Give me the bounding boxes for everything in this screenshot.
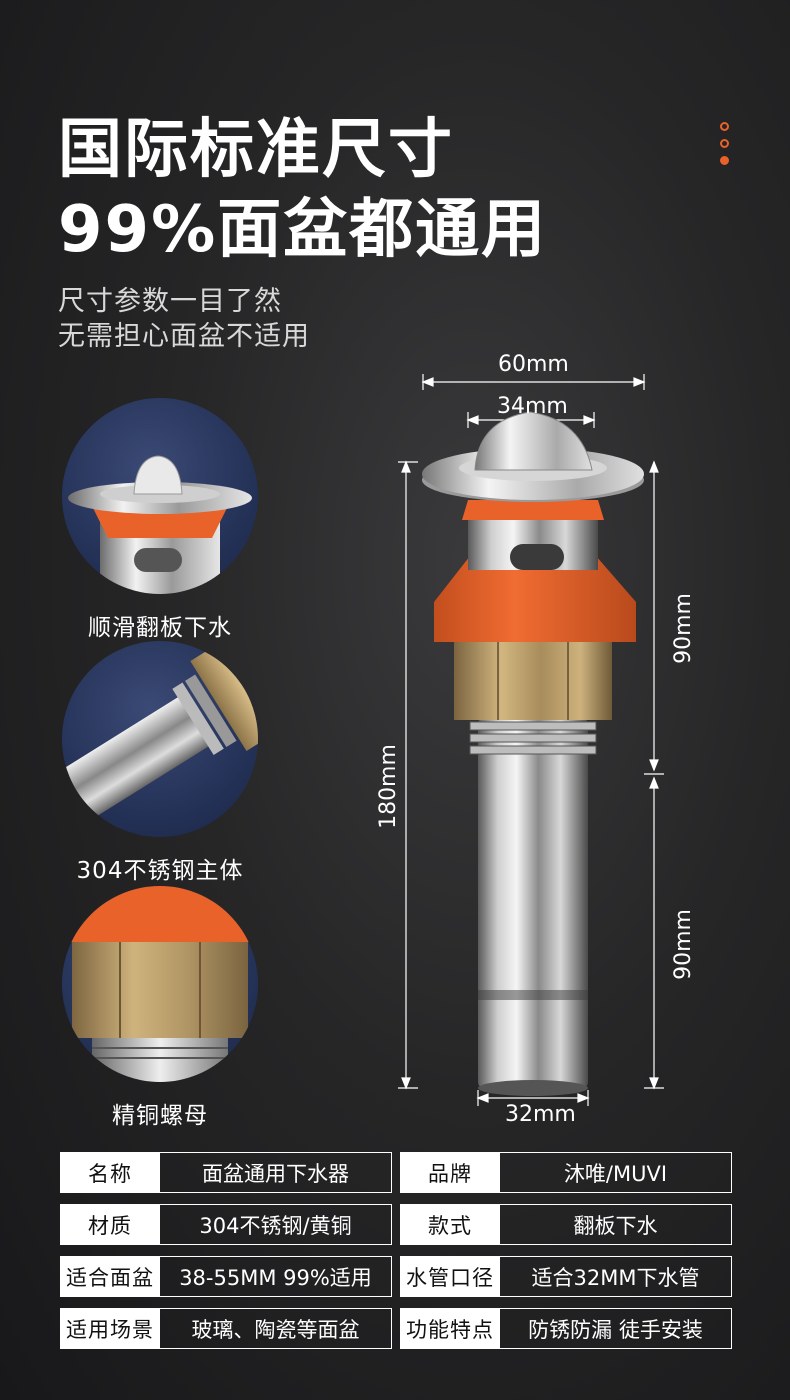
dim-top-width: 60mm: [498, 352, 569, 377]
spec-key: 品牌: [400, 1152, 500, 1193]
dim-pipe-diameter: 32mm: [505, 1102, 576, 1127]
spec-table: 名称 面盆通用下水器 品牌 沐唯/MUVI 材质 304不锈钢/黄铜 款式 翻板…: [60, 1152, 732, 1360]
headline-line2: 99%面盆都通用: [58, 193, 548, 267]
feature-caption: 304不锈钢主体: [76, 858, 244, 884]
spec-row: 名称 面盆通用下水器 品牌 沐唯/MUVI: [60, 1152, 732, 1193]
spec-value: 304不锈钢/黄铜: [160, 1204, 392, 1245]
headline: 国际标准尺寸 99%面盆都通用: [58, 110, 547, 270]
spec-key: 款式: [400, 1204, 500, 1245]
spec-pair: 款式 翻板下水: [400, 1204, 732, 1245]
spec-key: 适合面盆: [60, 1256, 160, 1297]
spec-pair: 适合面盆 38-55MM 99%适用: [60, 1256, 392, 1297]
spec-pair: 适用场景 玻璃、陶瓷等面盆: [60, 1308, 392, 1349]
spec-key: 材质: [60, 1204, 160, 1245]
spec-key: 功能特点: [400, 1308, 500, 1349]
dim-total-height: 180mm: [375, 744, 401, 829]
dot-icon: [720, 139, 729, 148]
spec-row: 适用场景 玻璃、陶瓷等面盆 功能特点 防锈防漏 徒手安装: [60, 1308, 732, 1349]
spec-value: 玻璃、陶瓷等面盆: [160, 1308, 392, 1349]
spec-value: 38-55MM 99%适用: [160, 1256, 392, 1297]
feature-brass-nut: 精铜螺母: [60, 886, 260, 1130]
feature-image-brass-nut: [62, 886, 258, 1082]
spec-row: 适合面盆 38-55MM 99%适用 水管口径 适合32MM下水管: [60, 1256, 732, 1297]
spec-key: 适用场景: [60, 1308, 160, 1349]
dim-lower-height: 90mm: [670, 909, 696, 980]
spec-key: 名称: [60, 1152, 160, 1193]
spec-value: 防锈防漏 徒手安装: [500, 1308, 732, 1349]
spec-pair: 功能特点 防锈防漏 徒手安装: [400, 1308, 732, 1349]
spec-pair: 名称 面盆通用下水器: [60, 1152, 392, 1193]
spec-value: 适合32MM下水管: [500, 1256, 732, 1297]
feature-image-stainless-pipe: [62, 641, 258, 837]
spec-pair: 品牌 沐唯/MUVI: [400, 1152, 732, 1193]
feature-caption: 顺滑翻板下水: [88, 615, 232, 641]
spec-pair: 水管口径 适合32MM下水管: [400, 1256, 732, 1297]
spec-row: 材质 304不锈钢/黄铜 款式 翻板下水: [60, 1204, 732, 1245]
decorative-dots: [720, 122, 730, 173]
feature-flip-drain: 顺滑翻板下水: [60, 398, 260, 642]
subline-line2: 无需担心面盆不适用: [58, 321, 310, 352]
spec-value: 沐唯/MUVI: [500, 1152, 732, 1193]
feature-image-flip-cap: [62, 398, 258, 594]
headline-line1: 国际标准尺寸: [58, 113, 454, 187]
feature-stainless-body: 304不锈钢主体: [60, 641, 260, 885]
spec-pair: 材质 304不锈钢/黄铜: [60, 1204, 392, 1245]
dim-upper-height: 90mm: [670, 593, 696, 664]
dot-icon: [720, 122, 729, 131]
spec-value: 面盆通用下水器: [160, 1152, 392, 1193]
spec-value: 翻板下水: [500, 1204, 732, 1245]
subline-line1: 尺寸参数一目了然: [58, 286, 282, 317]
dot-filled-icon: [720, 156, 729, 165]
subline: 尺寸参数一目了然 无需担心面盆不适用: [58, 284, 310, 354]
product-diagram: 60mm 34mm 180mm 90mm 90mm 32mm: [360, 350, 696, 1140]
feature-caption: 精铜螺母: [112, 1103, 208, 1129]
dim-inner-width: 34mm: [497, 394, 568, 419]
spec-key: 水管口径: [400, 1256, 500, 1297]
